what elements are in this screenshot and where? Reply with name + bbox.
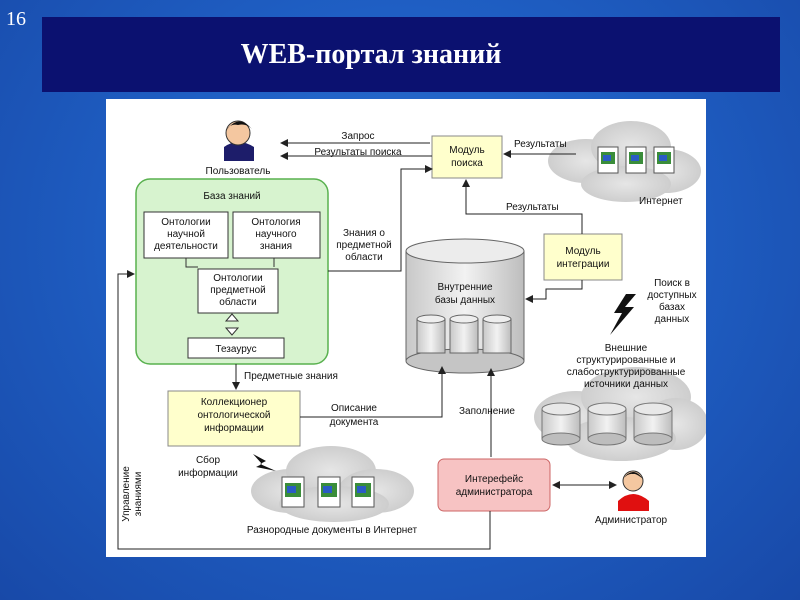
doc-description-line1: Описание: [331, 403, 377, 414]
search-available-line2: доступных: [647, 290, 696, 301]
internal-db-cylinder: [405, 238, 525, 374]
admin-interface-box: [437, 458, 551, 512]
integration-line2: интеграции: [557, 259, 610, 270]
internet-label: Интернет: [639, 196, 683, 207]
subject-knowledge-label: Предметные знания: [244, 371, 338, 382]
user-label: Пользователь: [206, 166, 271, 177]
collector-box: [167, 390, 301, 447]
search-results-label: Результаты поиска: [314, 147, 402, 158]
search-module-box: [431, 135, 503, 179]
ontology-science-box: [143, 211, 229, 259]
web-documents-icon: [281, 476, 375, 508]
documents-label: Разнородные документы в Интернет: [247, 525, 418, 536]
collector-line3: информации: [204, 422, 264, 434]
ont-domain-line3: области: [219, 296, 256, 308]
external-db-cylinders: [541, 402, 673, 446]
ont-domain-line2: предметной: [210, 285, 266, 296]
management-line2: знаниями: [133, 472, 144, 517]
ontology-knowledge-box: [232, 211, 321, 259]
user-icon: [224, 120, 254, 161]
results-label-mid: Результаты: [506, 202, 559, 213]
admin-icon: [618, 470, 649, 511]
collection-line1: Сбор: [196, 454, 221, 466]
management-arrow: [117, 270, 491, 550]
ontology-domain-box: [197, 268, 279, 314]
ont-science-line1: Онтологии: [161, 217, 210, 228]
lightning-icon-2: [253, 454, 276, 471]
internal-db-line2: базы данных: [435, 294, 495, 306]
ont-science-line3: деятельности: [154, 241, 218, 252]
collector-line2: онтологической: [197, 410, 270, 421]
internet-cloud: [548, 121, 701, 202]
domain-knowledge-line1: Знания о: [343, 228, 385, 239]
ont-science-line2: научной: [167, 229, 205, 240]
title-bar: WEB-портал знаний: [42, 17, 780, 92]
kb-title: База знаний: [203, 191, 260, 202]
doc-description-line2: документа: [330, 417, 379, 428]
description-arrow: [300, 366, 446, 418]
integration-module-box: [543, 233, 623, 281]
ont-knowledge-line3: знания: [260, 241, 292, 252]
ont-domain-line1: Онтологии: [213, 273, 262, 284]
ont-knowledge-line2: научного: [255, 229, 297, 240]
slide-title: WEB-портал знаний: [240, 38, 502, 70]
external-sources-line2: структурированные и: [576, 355, 675, 366]
admin-label: Администратор: [595, 515, 668, 526]
internet-documents-icon: [597, 146, 675, 174]
domain-knowledge-line2: предметной: [336, 240, 392, 251]
thesaurus-label: Тезаурус: [215, 344, 256, 355]
internal-db-line1: Внутренние: [437, 282, 493, 293]
results-label-top: Результаты: [514, 139, 567, 150]
architecture-diagram: Пользователь Запрос Результаты поиска Мо…: [117, 120, 706, 550]
filling-label: Заполнение: [459, 406, 515, 417]
domain-knowledge-line3: области: [345, 251, 382, 263]
search-module-line2: поиска: [451, 158, 483, 169]
integration-line1: Модуль: [565, 246, 600, 257]
external-sources-line4: источники данных: [584, 379, 668, 390]
integration-db-arrow: [525, 280, 583, 303]
external-sources-line1: Внешние: [605, 343, 648, 354]
search-available-line3: базах: [659, 301, 685, 313]
management-line1: Управление: [121, 466, 132, 522]
search-available-line4: данных: [655, 314, 690, 325]
request-label: Запрос: [341, 131, 374, 142]
external-sources-line3: слабоструктурированные: [567, 366, 686, 378]
ont-knowledge-line1: Онтология: [251, 217, 300, 228]
collection-line2: информации: [178, 467, 238, 479]
admin-interface-line2: администратора: [456, 487, 533, 498]
slide-number: 16: [6, 8, 26, 30]
search-available-line1: Поиск в: [654, 278, 690, 289]
lightning-icon: [610, 294, 636, 335]
thesaurus-box: [187, 337, 285, 359]
diagram-panel: Пользователь Запрос Результаты поиска Мо…: [106, 99, 706, 557]
integration-results-arrow: [462, 179, 583, 234]
search-module-line1: Модуль: [449, 145, 484, 156]
collector-line1: Коллекционер: [201, 397, 268, 408]
admin-interface-line1: Интерефейс: [465, 473, 523, 485]
knowledge-arrow: [328, 165, 433, 272]
